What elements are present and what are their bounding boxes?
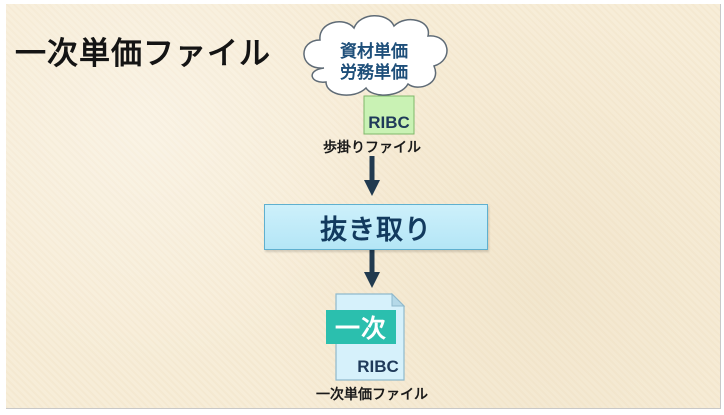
source-file-box: [363, 95, 415, 135]
cloud-line-1: 資材単価: [340, 42, 408, 62]
output-badge: 一次: [326, 310, 396, 344]
output-file-tag: RIBC: [357, 357, 399, 376]
slide-title: 一次単価ファイル: [15, 36, 271, 72]
arrow-down-1: [364, 156, 380, 196]
cloud-line-2: 労務単価: [340, 63, 408, 83]
output-file-caption: 一次単価ファイル: [316, 387, 428, 403]
cloud-label: 資材単価 労務単価: [312, 42, 436, 84]
source-file-tag: RIBC: [368, 113, 410, 132]
arrow-down-2: [364, 250, 380, 288]
slide-canvas: 一次単価ファイル 資材単価 労務単価 RIBC 歩掛りファイル 抜き取り 一次: [6, 4, 721, 409]
source-file-caption: 歩掛りファイル: [323, 140, 421, 156]
cloud-shape: [303, 15, 448, 96]
process-box: 抜き取り: [264, 204, 488, 250]
